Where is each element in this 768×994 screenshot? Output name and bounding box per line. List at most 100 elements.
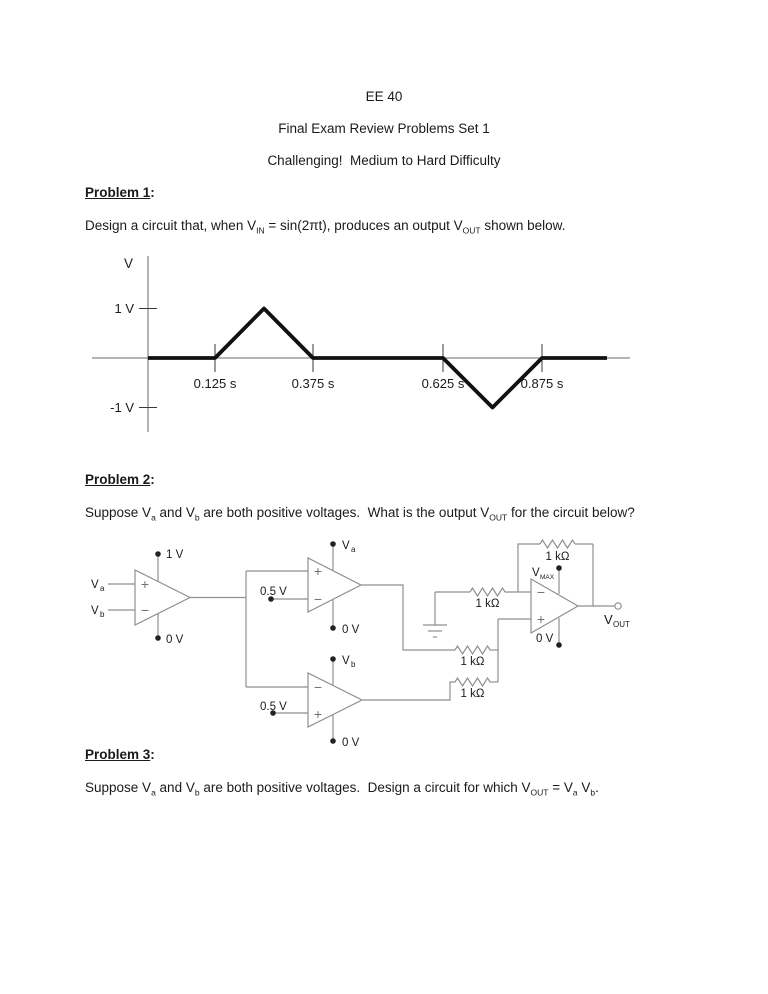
circuit-labels: + − V a V b 1 V 0 V + − 0.5 V V a 0 V − … [91,540,630,749]
opamp1-minus-sign: − [141,602,149,618]
y-tick-label: -1 V [110,400,134,415]
terminal-dot-op1-0v [155,635,161,641]
text-run: and V [155,780,195,795]
op3-rail-vb-label: V [342,655,350,667]
problem1-heading: Problem 1: [85,185,705,202]
op2-rail-0v-label: 0 V [342,624,360,636]
y-tick-label: 1 V [114,301,134,316]
terminal-dot-op3-vb [330,656,336,662]
opamp2-minus-sign: − [314,591,322,607]
subscript-out: OUT [489,512,508,523]
waveform-line [148,306,607,410]
text-run: Suppose V [85,780,152,795]
rail-1v-label: 1 V [166,549,184,561]
subscript-b: b [590,787,596,798]
terminal-dot-op2-0v [330,625,336,631]
r-feedback-value: 1 kΩ [546,551,570,563]
opamp4-plus-sign: + [537,611,545,627]
r-top-value: 1 kΩ [461,656,485,668]
vmax-label: V [532,567,540,579]
circuit-wires [108,543,615,741]
subscript-out: OUT [462,225,481,236]
opamp4-minus-sign: − [537,584,545,600]
opamp4-triangle [530,577,580,635]
wire-op2-output [361,584,455,651]
problem2-statement: Suppose Va and Vb are both positive volt… [85,505,705,522]
resistor-minus-1k [469,587,506,597]
problem1-statement: Design a circuit that, when VIN = sin(2π… [85,218,705,235]
x-tick-label: 0.375 s [292,376,335,391]
problem1-heading-colon: : [150,185,155,200]
op3-rail-0v-label: 0 V [342,737,360,749]
resistor-bottom-1k [454,677,491,687]
terminal-dot-op2-halfvolt [268,596,274,602]
opamp1-plus-sign: + [141,576,149,592]
x-tick-label: 0.125 s [194,376,237,391]
va-input-label: V [91,579,99,591]
vout-label: V [604,612,613,627]
opamp3-triangle [307,672,364,728]
problem1-heading-label: Problem 1 [85,185,151,200]
text-run: are both positive voltages. What is the … [199,505,490,520]
terminal-dot-op3-halfvolt [270,710,276,716]
subscript-a: a [572,787,578,798]
terminal-dot-1v [155,551,161,557]
op2-rail-va-label: V [342,540,350,552]
r-minus-value: 1 kΩ [476,598,500,610]
vout-terminal [614,602,622,610]
text-run: Suppose V [85,505,152,520]
op2-halfvolt-label: 0.5 V [260,586,287,598]
problem3-heading-colon: : [150,747,155,762]
wire-op3-output [362,681,455,701]
terminal-dot-op4-0v [556,642,562,648]
text-run: V [577,780,591,795]
op1-rail-0v-label: 0 V [166,634,184,646]
terminals [155,541,622,744]
opamp3-minus-sign: − [314,679,322,695]
text-run: for the circuit below? [507,505,635,520]
r-bottom-value: 1 kΩ [461,688,485,700]
vb-input-sub: b [100,610,105,619]
resistor-feedback-1k [539,539,576,549]
problem3-heading: Problem 3: [85,747,705,764]
opamp3-plus-sign: + [314,706,322,722]
terminal-dot-op3-0v [330,738,336,744]
op2-rail-va-sub: a [351,545,356,554]
op4-rail-0v-label: 0 V [536,633,554,645]
vout-sub: OUT [613,620,630,629]
opamp2-plus-sign: + [314,563,322,579]
x-tick-label: 0.625 s [422,376,465,391]
resistor-top-1k [454,645,491,655]
problem2-heading: Problem 2: [85,472,705,489]
text-run: and V [155,505,195,520]
text-run: Design a circuit that, when V [85,218,257,233]
wire-feedback-left [517,543,540,592]
subscript-b: b [194,787,200,798]
op3-halfvolt-label: 0.5 V [260,701,287,713]
course-title: EE 40 [365,89,403,104]
subscript-out: OUT [530,787,549,798]
y-axis-label: V [124,256,133,271]
text-run: shown below. [480,218,566,233]
document-title: Final Exam Review Problems Set 1 [278,121,490,136]
text-run: = V [548,780,573,795]
problem3-statement: Suppose Va and Vb are both positive volt… [85,780,705,797]
opamp2-triangle [307,557,363,613]
va-input-sub: a [100,584,105,593]
problem3-heading-label: Problem 3 [85,747,151,762]
vmax-sub: MAX [540,574,555,581]
document-subtitle: Challenging! Medium to Hard Difficulty [267,153,501,168]
opamp1-triangle [134,569,192,626]
terminal-dot-vmax [556,565,562,571]
subscript-a: a [151,787,156,798]
subscript-b: b [194,512,200,523]
subscript-in: IN [256,225,265,236]
subscript-a: a [151,512,156,523]
terminal-dot-op2-va [330,541,336,547]
circuit-figure: + − V a V b 1 V 0 V + − 0.5 V V a 0 V − … [91,539,630,749]
vb-input-label: V [91,605,99,617]
text-run: are both positive voltages. Design a cir… [199,780,531,795]
opamps [134,557,580,728]
